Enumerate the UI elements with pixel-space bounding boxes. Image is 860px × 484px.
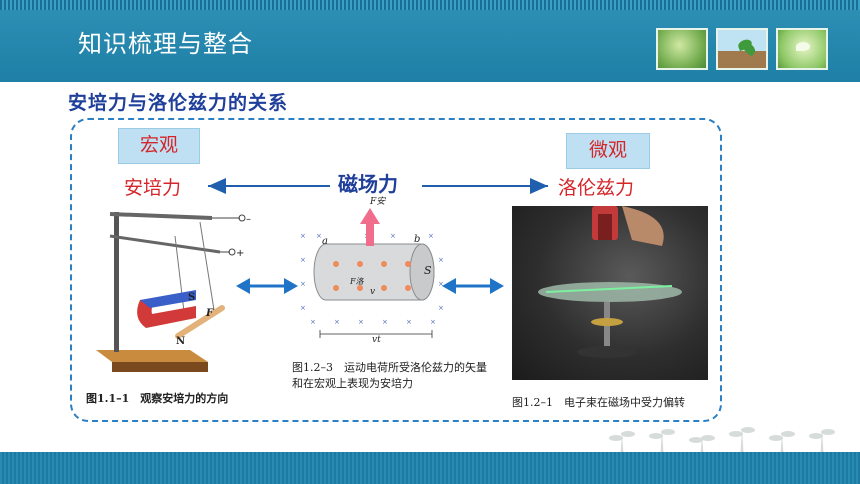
point-b-label: b [414, 234, 420, 245]
seedling-thumbnail-icon [716, 28, 768, 70]
svg-text:×: × [310, 318, 316, 326]
svg-text:×: × [300, 232, 306, 240]
ampere-force-label: 安培力 [124, 177, 182, 199]
macro-tag: 宏观 [118, 128, 200, 164]
lorentz-force-label: 洛伦兹力 [558, 177, 635, 199]
svg-text:×: × [438, 256, 444, 264]
svg-text:×: × [406, 318, 412, 326]
svg-text:×: × [438, 304, 444, 312]
caption-center-figure: 图1.2–3 运动电荷所受洛伦兹力的矢量和在宏观上表现为安培力 [292, 361, 487, 390]
svg-text:×: × [316, 232, 322, 240]
sprout-thumbnail-icon [776, 28, 828, 70]
page-title: 知识梳理与整合 [78, 30, 253, 58]
point-a-label: a [322, 236, 328, 247]
svg-text:×: × [390, 232, 396, 240]
vt-length-label: vt [372, 335, 381, 345]
cross-section-s-label: S [424, 264, 432, 277]
electron-beam-illustration [538, 206, 682, 358]
plus-terminal: + [236, 248, 244, 259]
svg-text:×: × [430, 318, 436, 326]
electron-beam-photo [512, 206, 708, 380]
force-f-letter: F [205, 308, 214, 319]
svg-text:×: × [300, 280, 306, 288]
svg-text:×: × [428, 232, 434, 240]
caption-ampere-figure: 图1.1–1 观察安培力的方向 [86, 392, 229, 405]
left-double-arrow [236, 278, 298, 294]
micro-tag: 微观 [566, 133, 650, 169]
magnet-s-letter: S [188, 292, 195, 303]
caption-electron-figure: 图1.2–1 电子束在磁场中受力偏转 [512, 396, 685, 409]
right-double-arrow [442, 278, 504, 294]
magnetic-force-label: 磁场力 [338, 172, 398, 196]
magnet-n-letter: N [176, 336, 185, 347]
svg-text:×: × [382, 318, 388, 326]
svg-text:×: × [334, 318, 340, 326]
svg-text:×: × [358, 318, 364, 326]
content-frame [70, 118, 722, 422]
svg-text:×: × [300, 256, 306, 264]
conductor-diagram: ××××× ××× ××× ×××××× [300, 208, 444, 338]
section-title: 安培力与洛伦兹力的关系 [68, 92, 289, 114]
minus-terminal: – [246, 214, 251, 225]
f-an-label: F安 [369, 196, 386, 207]
svg-text:×: × [300, 304, 306, 312]
f-luo-label: F洛 [349, 277, 365, 286]
svg-text:×: × [438, 280, 444, 288]
footer-band [0, 452, 860, 484]
ampere-apparatus [96, 212, 246, 372]
header-stripe [0, 0, 860, 10]
velocity-v-label: v [370, 287, 375, 297]
leaf-thumbnail-icon [656, 28, 708, 70]
